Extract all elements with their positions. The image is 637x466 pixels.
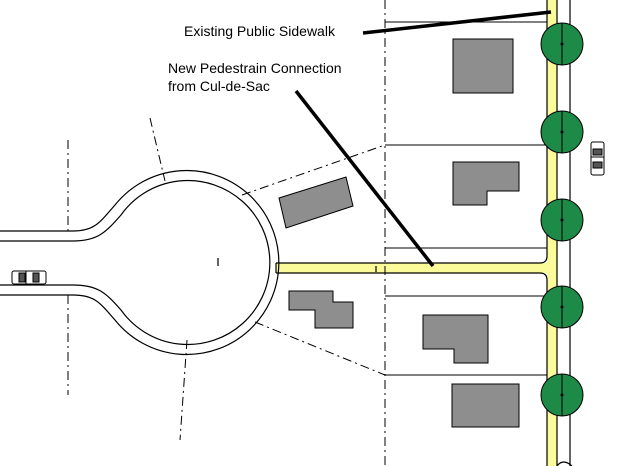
inner-curb [0, 179, 271, 346]
tree-icon [540, 110, 584, 154]
street-trees [540, 22, 584, 417]
car-icon [11, 270, 47, 285]
outer-curb [0, 169, 280, 356]
buildings [278, 38, 520, 428]
connection-leader-line [294, 89, 435, 268]
tree-icon [540, 373, 584, 417]
building-icon [278, 176, 354, 229]
building-icon [451, 383, 520, 428]
building-icon [452, 161, 520, 206]
building-icon [288, 290, 354, 329]
tree-icon [540, 22, 584, 66]
new-pedestrian-connection [276, 263, 552, 273]
tree-icon [540, 285, 584, 329]
connection-label-line2: from Cul-de-Sac [168, 77, 270, 95]
tree-icon [540, 198, 584, 242]
car-icon [590, 141, 605, 176]
building-icon [422, 314, 489, 364]
dashed-lot-lines [67, 0, 386, 466]
street-curbs [0, 169, 280, 356]
leader-lines [294, 10, 552, 268]
connection-label-line1: New Pedestrain Connection [168, 59, 342, 77]
building-icon [452, 38, 514, 94]
sidewalk-label: Existing Public Sidewalk [184, 22, 335, 40]
sidewalk-leader-line [362, 10, 552, 35]
